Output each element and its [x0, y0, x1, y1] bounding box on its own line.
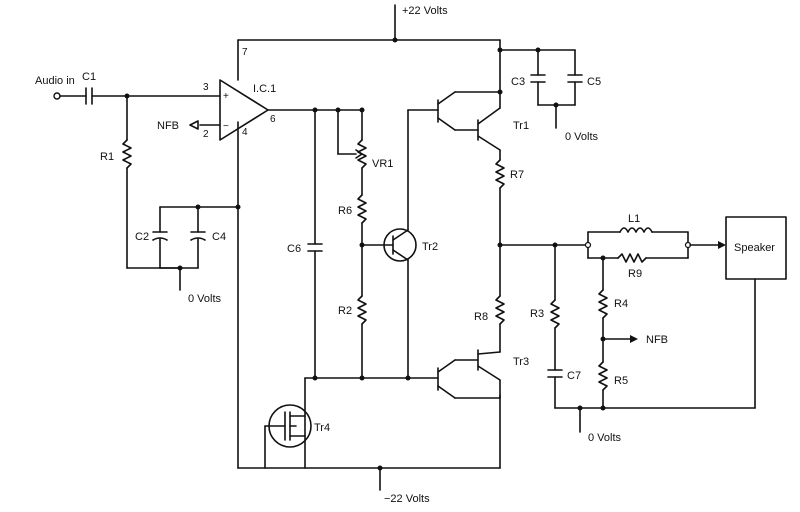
- label-pin2: 2: [203, 129, 209, 140]
- transistor-tr4: [264, 377, 316, 469]
- speaker: [725, 216, 787, 409]
- label-ic1: I.C.1: [253, 83, 276, 95]
- label-r5: R5: [614, 375, 628, 387]
- label-vr1: VR1: [372, 158, 393, 170]
- label-nfb-in: NFB: [157, 120, 179, 132]
- label-c6: C6: [287, 243, 301, 255]
- label-plus-22-volts: +22 Volts: [402, 5, 448, 17]
- transistor-tr3: [312, 349, 501, 399]
- label-speaker: Speaker: [734, 242, 775, 254]
- label-c1: C1: [82, 71, 96, 83]
- label-nfb-out: NFB: [646, 334, 668, 346]
- label-tr1: Tr1: [513, 120, 529, 132]
- bias-chain: [337, 109, 367, 379]
- transistor-tr1: [407, 89, 503, 151]
- positive-rail: [237, 4, 503, 91]
- label-zero-volts-top: 0 Volts: [565, 131, 599, 143]
- label-r7: R7: [510, 169, 524, 181]
- ground-return: [554, 405, 756, 433]
- label-r1: R1: [100, 151, 114, 163]
- label-tr4: Tr4: [314, 422, 330, 434]
- label-pin6: 6: [270, 114, 276, 125]
- label-pin7: 7: [242, 47, 248, 58]
- negative-rail: [235, 121, 501, 491]
- capacitors-c2-c4: [152, 204, 239, 291]
- label-c4: C4: [212, 231, 226, 243]
- resistor-r7: [495, 149, 505, 297]
- resistor-r1: [122, 95, 181, 269]
- label-pin4: 4: [242, 127, 248, 138]
- label-r4: R4: [614, 298, 628, 310]
- label-zero-volts-left: 0 Volts: [188, 293, 222, 305]
- label-tr3: Tr3: [513, 356, 529, 368]
- resistor-r8: [495, 295, 505, 353]
- label-minus-22-volts: −22 Volts: [384, 493, 430, 505]
- label-r9: R9: [628, 268, 642, 280]
- label-plus-input: +: [223, 91, 229, 102]
- transistor-tr2: [361, 109, 417, 379]
- zobel-r3-c7: [547, 244, 563, 409]
- label-tr2: Tr2: [422, 241, 438, 253]
- label-c7: C7: [567, 370, 581, 382]
- audio-input: [53, 87, 221, 105]
- label-r2: R2: [338, 305, 352, 317]
- label-r8: R8: [474, 311, 488, 323]
- label-c3: C3: [511, 76, 525, 88]
- label-r6: R6: [338, 205, 352, 217]
- label-pin3: 3: [203, 82, 209, 93]
- feedback-r4-r5: [598, 257, 638, 409]
- label-c5: C5: [587, 76, 601, 88]
- label-r3: R3: [530, 308, 544, 320]
- label-minus-input: −: [223, 121, 229, 132]
- label-c2: C2: [135, 231, 149, 243]
- label-audio-in: Audio in: [35, 75, 75, 87]
- label-l1: L1: [628, 213, 640, 225]
- label-zero-volts-bottom: 0 Volts: [588, 432, 622, 444]
- capacitors-c3-c5: [499, 47, 583, 129]
- capacitor-c6: [307, 109, 323, 379]
- output-network: [499, 227, 726, 263]
